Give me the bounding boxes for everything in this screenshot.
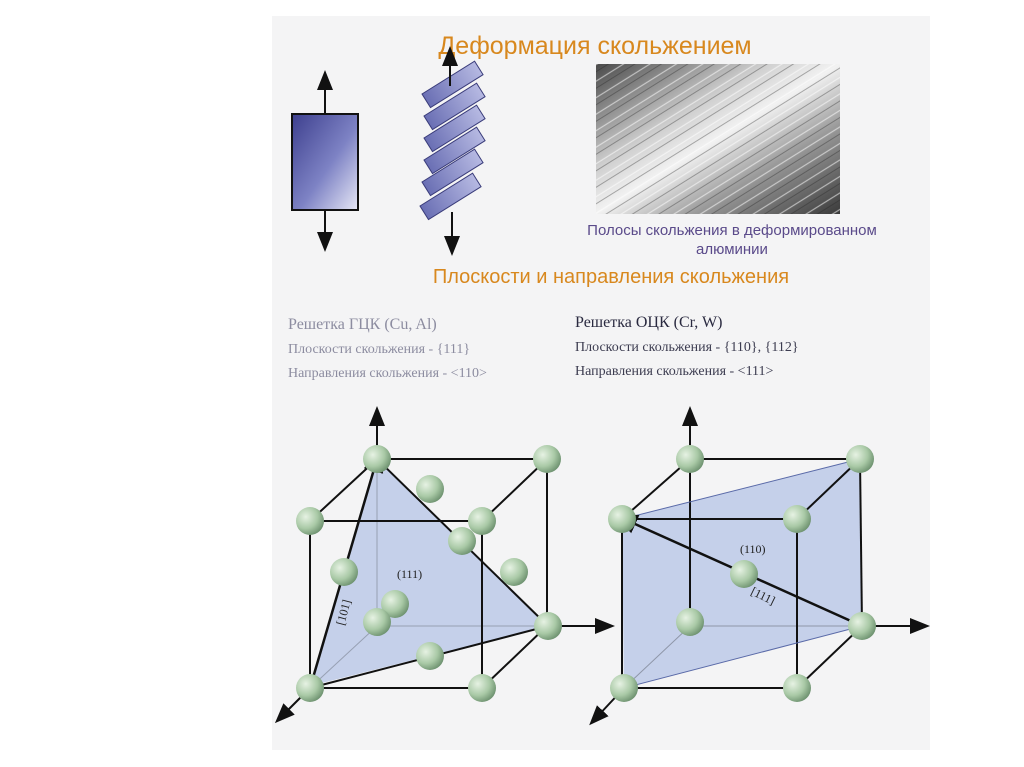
- slipped-block: [420, 56, 485, 246]
- photo-caption-line1: Полосы скольжения в деформированном: [542, 221, 922, 240]
- slide: Деформация скольжением: [272, 16, 930, 750]
- bcc-header: Решетка ОЦК (Cr, W): [575, 314, 799, 332]
- undeformed-block: [292, 80, 358, 242]
- bcc-cube-diagram: (110) [111]: [596, 416, 920, 718]
- fcc-planes: Плоскости скольжения - {111}: [288, 342, 487, 358]
- fcc-plane-label: (111): [397, 567, 422, 581]
- slip-bands-photo: [596, 64, 840, 214]
- fcc-directions: Направления скольжения - <110>: [288, 366, 487, 382]
- fcc-header: Решетка ГЦК (Cu, Al): [288, 316, 487, 334]
- photo-caption: Полосы скольжения в деформированном алюм…: [542, 221, 922, 259]
- fcc-info: Решетка ГЦК (Cu, Al) Плоскости скольжени…: [288, 316, 487, 390]
- section-subtitle: Плоскости и направления скольжения: [282, 266, 940, 289]
- bcc-plane-label: (110): [740, 542, 766, 556]
- bcc-directions: Направления скольжения - <111>: [575, 364, 799, 380]
- photo-caption-line2: алюминии: [542, 240, 922, 259]
- bcc-info: Решетка ОЦК (Cr, W) Плоскости скольжения…: [575, 314, 799, 388]
- fcc-cube-diagram: (111) [101]: [282, 416, 605, 716]
- bcc-planes: Плоскости скольжения - {110}, {112}: [575, 340, 799, 356]
